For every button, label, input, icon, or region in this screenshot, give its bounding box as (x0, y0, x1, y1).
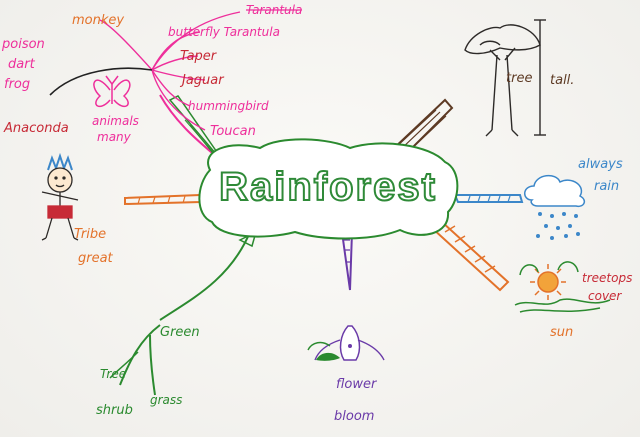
tribe-label-1: Tribe (74, 227, 106, 242)
animals-rays (99, 11, 241, 131)
bloom-label: bloom (334, 409, 374, 424)
treetops-icon (514, 261, 611, 313)
green-label: Green (160, 325, 200, 340)
weather-label-2: rain (594, 179, 619, 194)
animals-label-2: many (97, 130, 132, 144)
flower-label: flower (336, 377, 378, 392)
green-shrub-label: shrub (96, 403, 133, 418)
central-title: Rainforest (219, 165, 437, 209)
animal-anaconda: Anaconda (3, 121, 69, 136)
animal-toucan: Toucan (210, 124, 256, 139)
tribe-person-icon (41, 152, 79, 241)
animal-frog: frog (4, 77, 30, 92)
tall-label: tall. (550, 73, 574, 88)
animal-taper: Taper (180, 49, 218, 64)
weather-label-1: always (578, 157, 623, 172)
animal-butterfly-tarantula: butterfly Tarantula (168, 25, 280, 39)
animal-dart: dart (8, 57, 36, 72)
treetops-label-1: treetops (582, 271, 632, 285)
animal-hummingbird: hummingbird (188, 99, 269, 113)
central-cloud (198, 138, 459, 240)
animals-label-1: animals (92, 114, 139, 128)
branch-sun (430, 220, 510, 292)
butterfly-icon (93, 75, 131, 108)
animal-jaguar: Jaguar (179, 73, 225, 88)
treetops-label-2: cover (588, 289, 622, 303)
branch-flower (340, 231, 354, 291)
branch-weather (453, 194, 524, 203)
green-tree-label: Tree (100, 367, 126, 381)
height-marker (534, 19, 546, 136)
tribe-label-2: great (78, 251, 114, 266)
sun-label: sun (550, 325, 573, 340)
branch-green (159, 231, 251, 321)
flower-icon (307, 325, 385, 361)
animal-monkey: monkey (72, 13, 124, 28)
green-grass-label: grass (150, 393, 182, 407)
cloud-icon (524, 174, 586, 208)
sun-icon (530, 264, 566, 300)
branch-tribe (124, 193, 201, 206)
animal-poison: poison (1, 37, 45, 52)
raindrops-icon (536, 212, 580, 240)
tree-label: tree (506, 71, 532, 86)
